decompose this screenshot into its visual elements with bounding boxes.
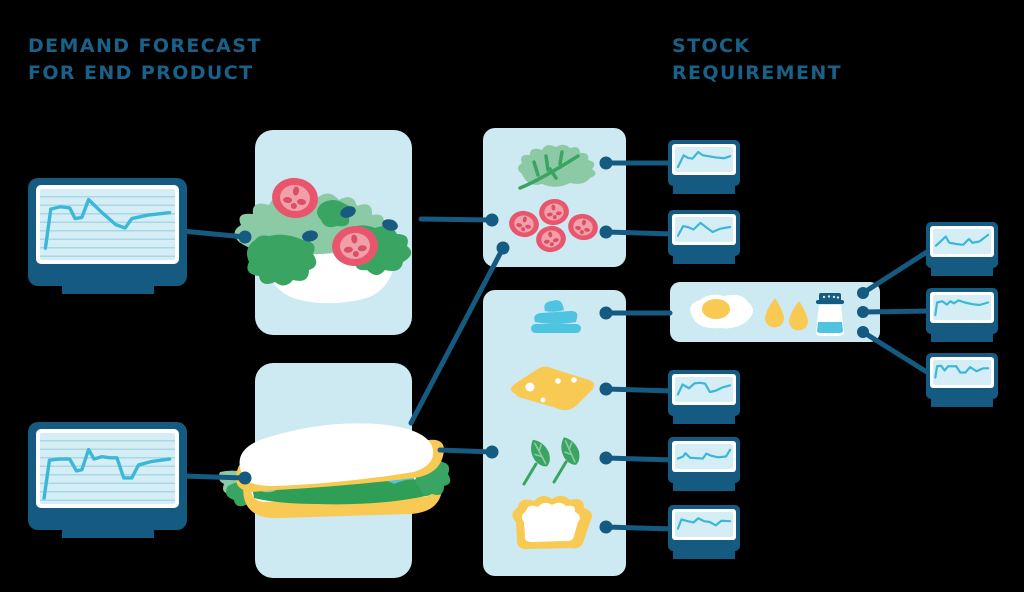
demand-sparkline-salad [40,189,175,260]
monitor-bezel [36,185,179,264]
monitor-stand [931,268,993,276]
demand-title-line1: DEMAND FORECAST [28,35,262,57]
monitor-stand [931,399,993,407]
demand-title-line2: FOR END PRODUCT [28,62,254,84]
monitor-bezel [930,357,994,388]
stock-chart-tomato [668,210,740,264]
monitor-bezel [930,292,994,323]
spinach-leaves-icon [516,436,588,486]
stock-sparkline-spinach [675,444,733,469]
stock-sparkline-egg [933,229,991,254]
monitor-stand [61,286,154,294]
stock-chart-bread [668,505,740,559]
stock-sparkline-lettuce [675,147,733,172]
stock-chart-egg [926,222,998,276]
monitor-stand [673,256,735,264]
monitor-stand [931,334,993,342]
demand-sparkline-sandwich [40,433,175,504]
monitor-stand [673,416,735,424]
stock-chart-cheese [668,370,740,424]
monitor-stand [673,551,735,559]
demand-monitor-salad [28,178,187,294]
fried-egg-icon [686,292,758,332]
salt-shaker-icon [811,291,849,339]
stock-title-line2: REQUIREMENT [672,62,843,84]
monitor-bezel [672,374,736,405]
stock-chart-lettuce [668,140,740,194]
monitor-stand [61,530,154,538]
monitor-bezel [672,509,736,540]
cheese-icon [506,362,598,414]
stock-chart-salt [926,353,998,407]
salad-bowl-icon [225,170,435,320]
bread-slice-icon [506,492,600,554]
monitor-bezel [36,429,179,508]
demand-forecast-title: DEMAND FORECAST FOR END PRODUCT [28,33,262,87]
oil-drops-icon [762,296,814,332]
lettuce-icon [512,142,600,194]
sandwich-icon [218,402,453,532]
monitor-stand [673,186,735,194]
stock-sparkline-oil [933,295,991,320]
monitor-bezel [672,214,736,245]
monitor-bezel [672,441,736,472]
stock-chart-oil [926,288,998,342]
demand-monitor-sandwich [28,422,187,538]
stock-sparkline-salt [933,360,991,385]
stock-sparkline-tomato [675,217,733,242]
monitor-bezel [672,144,736,175]
stock-sparkline-bread [675,512,733,537]
stock-title-line1: STOCK [672,35,751,57]
stock-requirement-title: STOCK REQUIREMENT [672,33,842,87]
stock-sparkline-cheese [675,377,733,402]
monitor-stand [673,483,735,491]
tomato-slices-icon [502,196,608,258]
mayonnaise-swirl-icon [528,299,584,333]
monitor-bezel [930,226,994,257]
stock-chart-spinach [668,437,740,491]
